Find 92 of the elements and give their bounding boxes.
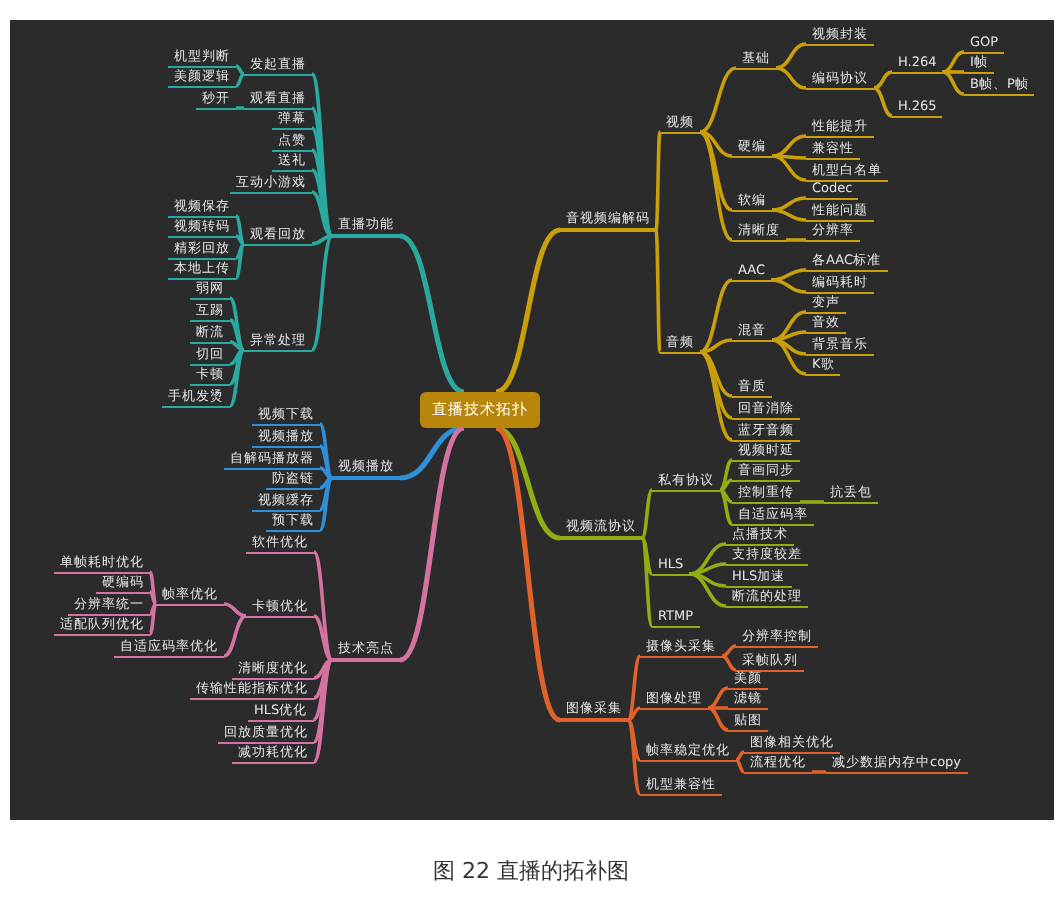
branch-line [236, 106, 244, 110]
branch-line [771, 134, 807, 158]
branch-line [699, 130, 733, 242]
caption: 图 22 直播的拓补图 [433, 858, 629, 884]
branch-line [235, 234, 245, 246]
branch-line [229, 348, 245, 366]
branch-line [228, 348, 246, 386]
branch-line [318, 476, 334, 512]
branch-line [398, 425, 466, 663]
branch-line [312, 658, 334, 764]
branch-line [771, 310, 807, 342]
branch-line [319, 466, 333, 480]
branch-line [148, 602, 158, 616]
branch-line [310, 234, 334, 352]
branch-line [775, 42, 807, 70]
branch-line [735, 750, 745, 762]
branch-line [494, 425, 562, 723]
branch-line [311, 234, 333, 246]
branch-line [699, 278, 733, 354]
branch-line [699, 350, 733, 398]
branch-line [699, 338, 733, 354]
branch-line [627, 706, 641, 722]
branch-line [234, 214, 246, 246]
branch-line [708, 706, 728, 710]
branch-line [771, 338, 807, 376]
branch-line [654, 229, 662, 353]
branch-line [229, 318, 245, 352]
branch-line [234, 242, 246, 280]
branch-line [229, 340, 245, 352]
branch-line [223, 614, 247, 658]
branch-line [771, 196, 807, 212]
branch-line [873, 70, 893, 90]
branch-line [689, 572, 727, 588]
branch-line [148, 603, 158, 635]
branch-line [640, 488, 654, 540]
branch-line [718, 458, 734, 492]
branch-line [770, 268, 807, 282]
branch-line [786, 238, 806, 242]
branch-line [319, 476, 333, 490]
branch-line [771, 208, 807, 222]
branch-line [626, 718, 642, 762]
branch-line [770, 278, 807, 294]
branch-line [771, 330, 807, 342]
branch-line [699, 130, 733, 212]
branch-line [772, 154, 806, 160]
branch-line [812, 770, 826, 774]
branch-line [228, 296, 246, 352]
branch-line [718, 488, 734, 526]
branch-line [654, 131, 662, 231]
branch-line [318, 422, 334, 480]
branch-line [312, 550, 334, 662]
branch-line [312, 658, 333, 722]
branch-line [735, 758, 745, 774]
branch-line [626, 654, 642, 722]
branch-line [311, 190, 333, 238]
branch-line [640, 536, 654, 576]
branch-line [234, 242, 246, 260]
branch-line [313, 614, 333, 662]
branch-line [800, 500, 824, 504]
branch-line [148, 571, 158, 605]
branch-line [699, 66, 737, 134]
branch-line [689, 572, 727, 608]
branch-line [626, 718, 642, 796]
branch-line [312, 658, 334, 744]
branch-line [775, 66, 807, 90]
branch-line [318, 444, 334, 480]
branch-line [223, 602, 247, 618]
branch-line [228, 348, 246, 408]
branch-line [699, 350, 733, 442]
branch-line [148, 590, 158, 606]
branch-line [699, 130, 733, 158]
branch-line [235, 72, 245, 88]
branch-line [640, 537, 654, 627]
branch-line [494, 227, 562, 395]
branch-line [719, 488, 733, 504]
branch-line [942, 70, 964, 74]
branch-line [318, 476, 334, 532]
branch-line [721, 654, 737, 672]
branch-line [873, 86, 893, 118]
branch-line [719, 478, 733, 492]
branch-line [235, 64, 245, 76]
branch-line [399, 233, 465, 395]
branch-line [689, 562, 727, 576]
branch-line [942, 50, 965, 74]
branch-line [313, 658, 333, 680]
branch-line [721, 644, 737, 658]
branch-line [707, 686, 729, 710]
branch-line [689, 542, 727, 576]
branch-line [942, 70, 965, 96]
branch-line [771, 154, 807, 182]
branch-line [310, 106, 334, 238]
branch-line [707, 706, 729, 732]
